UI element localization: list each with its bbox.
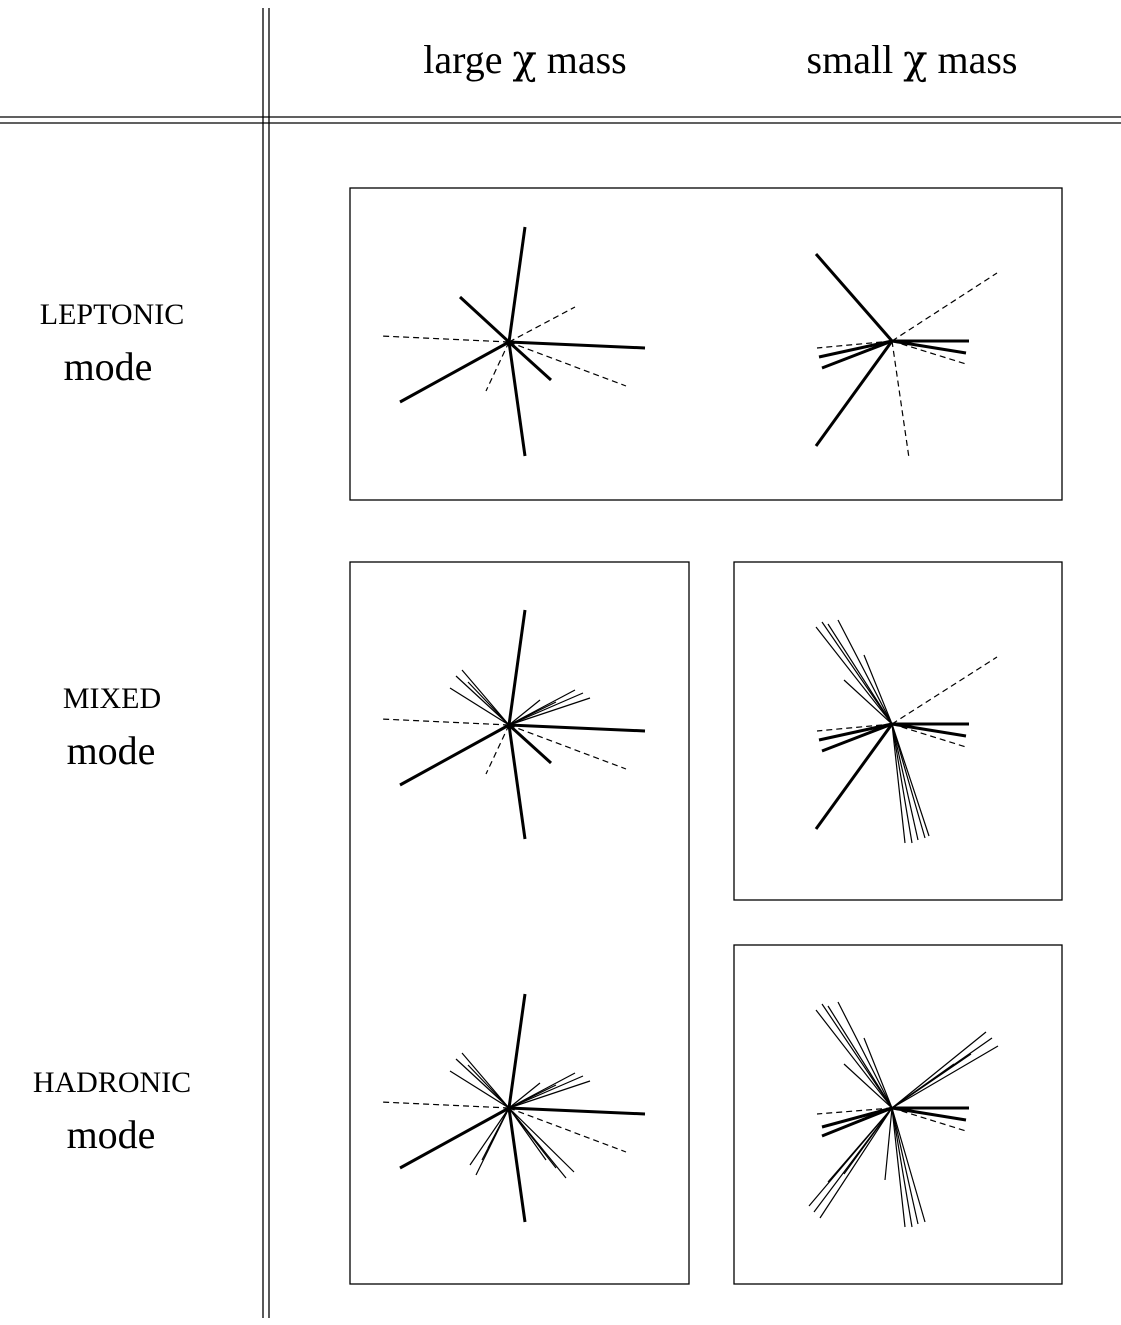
hadron-jets [449,669,591,726]
panel-small-mass-mixed [733,561,1063,901]
event-leptonic-large-mass [380,226,646,457]
lepton-tracks [821,1106,969,1138]
table-grid [0,8,1121,1318]
lepton-tracks [814,722,969,830]
column-header-large-mass: large χ mass [423,37,626,83]
hadron-jets [815,619,930,844]
lepton-tracks [399,993,646,1223]
missing-energy-lines [816,656,998,748]
missing-energy-lines [816,1107,967,1132]
hadron-jets [808,1001,999,1228]
panel-large-mass-mixed-hadronic [349,561,690,1285]
column-header-small-mass: small χ mass [807,37,1018,83]
event-leptonic-small-mass [814,253,998,459]
panel-small-mass-hadronic [733,944,1063,1285]
missing-energy-lines [380,718,627,775]
missing-energy-lines [380,1101,627,1153]
row-label-leptonic-mode: mode [64,344,153,389]
lepton-tracks [399,226,646,457]
row-label-hadronic-mode: mode [67,1112,156,1157]
missing-energy-lines [816,272,998,459]
row-label-hadronic: HADRONIC [33,1066,191,1099]
missing-energy-lines [380,306,627,392]
event-hadronic-small-mass [808,1001,999,1228]
row-label-mixed: MIXED [63,682,161,715]
event-mixed-large-mass [380,609,646,840]
lepton-tracks [399,609,646,840]
panel-leptonic [349,187,1063,501]
hadron-jets [449,1052,591,1179]
row-label-leptonic: LEPTONIC [40,298,184,331]
event-mixed-small-mass [814,619,998,844]
event-hadronic-large-mass [380,993,646,1223]
lepton-tracks [814,253,969,447]
row-label-mixed-mode: mode [67,728,156,773]
